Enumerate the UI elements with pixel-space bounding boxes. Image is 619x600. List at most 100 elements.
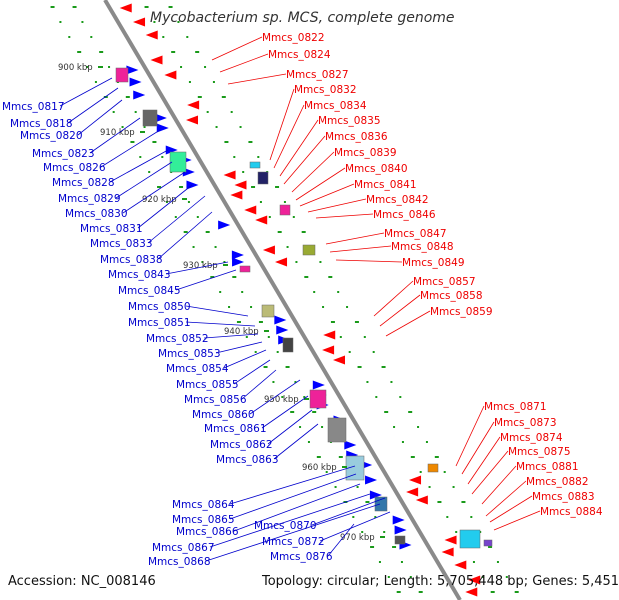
tick-dot [301,231,306,233]
feature-box [302,244,316,256]
label-leader-line [203,333,259,339]
tick-dot [204,66,207,68]
label-leader-line [283,135,326,185]
feature-box [169,151,187,173]
tick-dot [248,141,253,143]
tick-dot [153,21,156,23]
tick-dot [384,411,389,413]
reverse-gene-labels: Mmcs_0822Mmcs_0824Mmcs_0827Mmcs_0832Mmcs… [211,32,603,531]
reverse-gene-label: Mmcs_0875 [508,446,571,458]
label-leader-line [227,73,287,85]
tick-dot [177,21,180,23]
tick-dot [417,426,420,428]
forward-gene-label: Mmcs_0853 [158,348,221,360]
forward-gene-arrow [154,113,167,123]
reverse-gene-label: Mmcs_0884 [540,506,603,518]
tick-dot [233,156,236,158]
tick-dot [290,411,295,413]
tick-dot [148,171,151,173]
forward-gene-label: Mmcs_0870 [254,520,317,532]
tick-dot [363,336,366,338]
scale-tick-mark [342,466,347,468]
reverse-gene-arrow [234,180,247,190]
label-leader-line [273,104,305,169]
label-leader-line [335,259,403,263]
forward-gene-label: Mmcs_0838 [100,254,163,266]
tick-dot [470,516,473,518]
topology-text: Topology: circular; Length: 5,705,448 bp… [262,574,619,589]
label-leader-line [269,88,295,161]
reverse-gene-arrow [164,70,177,80]
label-leader-line [471,450,509,495]
reverse-gene-label: Mmcs_0834 [304,100,367,112]
tick-dot [400,561,403,563]
forward-gene-label: Mmcs_0876 [270,551,333,563]
tick-dot [215,126,218,128]
reverse-gene-label: Mmcs_0859 [430,306,493,318]
label-leader-line [229,473,357,520]
tick-dot [241,291,244,293]
tick-dot [165,201,168,203]
tick-dot [292,216,295,218]
tick-dot [257,156,260,158]
scale-tick-label: 910 kbp [100,128,135,138]
feature-box [459,529,481,549]
forward-gene-label: Mmcs_0860 [192,409,255,421]
label-leader-line [485,480,527,517]
tick-dot [275,186,280,188]
tick-dot [268,216,271,218]
reverse-gene-label: Mmcs_0873 [494,417,557,429]
tick-dot [232,276,237,278]
reverse-gene-label: Mmcs_0847 [384,228,447,240]
tick-dot [50,6,55,8]
label-leader-line [89,117,141,154]
forward-gene-label: Mmcs_0845 [118,285,181,297]
reverse-gene-label: Mmcs_0836 [325,131,388,143]
tick-dot [125,96,130,98]
tick-dot [210,276,215,278]
forward-gene-label: Mmcs_0862 [210,439,273,451]
reverse-gene-arrow [275,257,288,267]
forward-gene-arrow [344,440,357,450]
forward-gene-label: Mmcs_0828 [52,177,115,189]
forward-gene-arrow [231,250,244,260]
tick-dot [171,51,176,53]
reverse-gene-arrow [150,55,163,65]
feature-box [261,304,275,318]
reverse-gene-label: Mmcs_0832 [294,84,357,96]
forward-gene-label: Mmcs_0856 [184,394,247,406]
tick-dot [143,126,146,128]
tick-dot [258,321,263,323]
feature-box [309,389,327,409]
feature-box [249,161,261,169]
forward-gene-arrow [165,145,178,155]
tick-dot [319,261,322,263]
tick-dot [236,321,241,323]
tick-dot [195,51,200,53]
forward-gene-arrow [218,220,231,230]
reverse-gene-arrow [244,205,257,215]
label-leader-line [233,359,271,385]
tick-dot [356,486,359,488]
tick-dot [277,231,282,233]
feature-box [483,539,493,547]
tick-dot [443,471,446,473]
tick-dot [174,216,177,218]
tick-dot [455,531,458,533]
forward-gene-label: Mmcs_0872 [262,536,325,548]
label-leader-line [379,294,421,327]
label-leader-line [241,369,277,400]
reverse-gene-label: Mmcs_0882 [526,476,589,488]
reverse-gene-label: Mmcs_0848 [391,241,454,253]
tick-dot [144,6,149,8]
tick-dot [224,141,229,143]
forward-gene-label: Mmcs_0818 [10,118,73,130]
tick-dot [312,411,317,413]
tick-dot [304,276,309,278]
tick-dot [81,21,84,23]
tick-dot [94,81,97,83]
forward-gene-label: Mmcs_0833 [90,238,153,250]
feature-box [394,535,406,545]
label-leader-line [137,184,193,229]
